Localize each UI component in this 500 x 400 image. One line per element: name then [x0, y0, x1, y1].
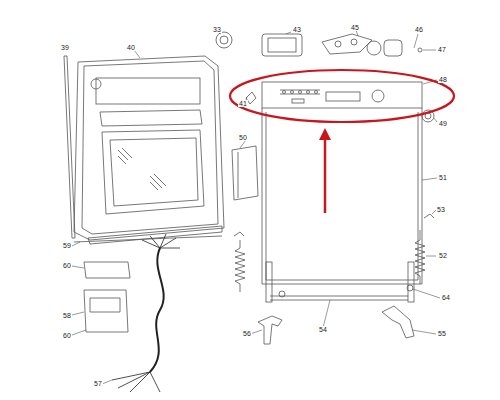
display — [326, 92, 360, 101]
harness-leads — [142, 234, 180, 248]
washer — [407, 285, 413, 291]
callout-number: 51 — [438, 174, 448, 181]
callout-number: 40 — [126, 44, 136, 51]
button-row — [280, 90, 320, 94]
detergent-area — [102, 130, 204, 214]
button — [307, 91, 310, 94]
button — [299, 91, 302, 94]
latch-part — [367, 41, 381, 55]
button — [291, 91, 294, 94]
callout-number: 55 — [437, 330, 447, 337]
callout-number: 41 — [238, 100, 248, 107]
callout-number: 64 — [441, 294, 451, 301]
spring-clip — [234, 232, 244, 236]
harness-leads — [112, 372, 160, 392]
outer-door-inner-edge — [266, 112, 418, 280]
bottom-trim — [74, 236, 222, 242]
callout-number: 43 — [292, 26, 302, 33]
detergent-inner — [110, 138, 198, 206]
callout-number: 60 — [62, 332, 72, 339]
callout-number: 39 — [60, 44, 70, 51]
liner-upper-panel — [96, 78, 200, 104]
callout-number: 53 — [436, 206, 446, 213]
highlight-arrowhead — [319, 128, 331, 140]
door-spring — [235, 248, 245, 284]
button — [315, 91, 318, 94]
callout-number: 56 — [242, 330, 252, 337]
hinge-bushing — [279, 291, 285, 297]
door-bracket — [232, 146, 258, 200]
harness-bundle — [150, 248, 164, 372]
switch-knob — [335, 41, 341, 47]
hinge-rod — [270, 296, 408, 300]
knob-hub — [220, 36, 228, 44]
panel-inner — [90, 298, 120, 312]
callout-number: 49 — [438, 120, 448, 127]
spring-clip — [424, 214, 434, 218]
inner-door-liner — [74, 56, 224, 240]
switch-assembly — [322, 34, 372, 54]
panel-part — [84, 290, 128, 332]
leader-lines — [72, 30, 440, 384]
callout-number: 52 — [438, 252, 448, 259]
leader-line — [72, 30, 440, 384]
outer-door-panel — [262, 108, 422, 284]
control-board — [262, 34, 302, 56]
dial — [372, 90, 384, 102]
spring-hook — [420, 230, 421, 284]
callout-number: 60 — [62, 262, 72, 269]
indicator — [292, 99, 304, 103]
liner-rim — [82, 61, 218, 234]
callout-number: 59 — [62, 242, 72, 249]
liner-shelf — [100, 110, 202, 126]
wire-harness — [112, 234, 180, 392]
door-illustration — [64, 32, 434, 344]
door-spring — [415, 240, 425, 276]
button — [283, 91, 286, 94]
panel-part — [84, 262, 130, 278]
bracket-edge — [238, 152, 239, 198]
door-gasket-strip — [64, 56, 75, 238]
spring-hook — [240, 240, 241, 292]
vent — [91, 79, 101, 89]
control-panel — [262, 82, 422, 108]
callout-number: 46 — [414, 26, 424, 33]
callout-number: 48 — [438, 76, 448, 83]
screw — [418, 48, 422, 52]
hinge — [382, 306, 414, 338]
callout-number: 45 — [350, 24, 360, 31]
knob-part — [216, 32, 232, 48]
callout-number: 50 — [238, 134, 248, 141]
hinge-arm — [408, 262, 414, 302]
callout-number: 33 — [212, 26, 222, 33]
callout-number: 54 — [318, 326, 328, 333]
switch-knob — [351, 39, 357, 45]
callout-number: 57 — [93, 380, 103, 387]
highlight-ellipse — [230, 70, 454, 122]
hinge-arm — [266, 262, 272, 302]
latch-housing — [384, 40, 402, 56]
callout-number: 47 — [437, 46, 447, 53]
liner-bottom-edge — [88, 226, 222, 244]
dispenser-grid — [118, 148, 166, 190]
callout-number: 58 — [62, 312, 72, 319]
board-face — [268, 38, 296, 52]
highlight-arrow — [324, 136, 327, 213]
